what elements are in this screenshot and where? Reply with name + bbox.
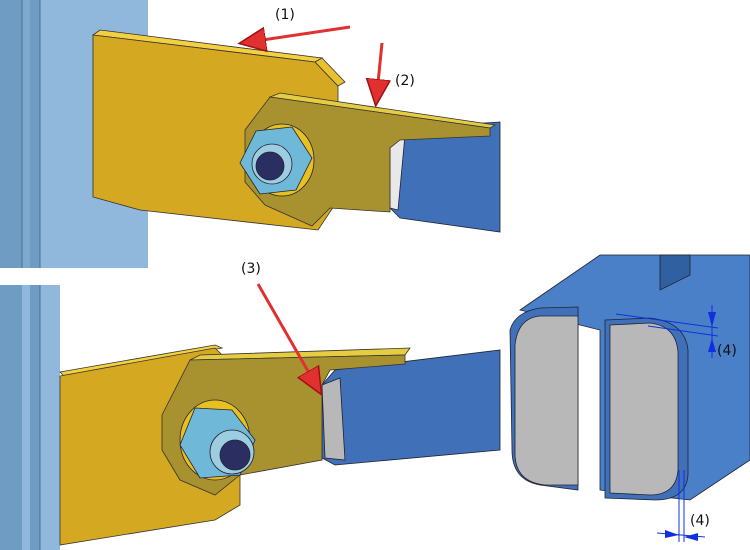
bolt-top	[239, 123, 315, 197]
lap-plate	[244, 92, 497, 227]
dimension-arrows	[665, 312, 716, 541]
callout-1-label: (1)	[275, 7, 295, 23]
insert-left	[514, 315, 579, 486]
arrow-3	[256, 283, 320, 392]
column-bottom	[0, 285, 60, 550]
arrows-top	[242, 25, 382, 103]
insert-right	[609, 322, 679, 496]
dimension-4-top-label: (4)	[717, 343, 737, 359]
detail-view	[509, 254, 750, 542]
bottom-left-view	[0, 283, 501, 550]
arrow-1	[242, 25, 351, 43]
callout-2-label: (2)	[395, 73, 415, 89]
arrow-2	[376, 42, 382, 103]
callout-3-label: (3)	[241, 261, 261, 277]
dimension-4-bottom-label: (4)	[690, 513, 710, 529]
bolt-bottom	[179, 399, 256, 481]
top-view	[0, 0, 501, 268]
